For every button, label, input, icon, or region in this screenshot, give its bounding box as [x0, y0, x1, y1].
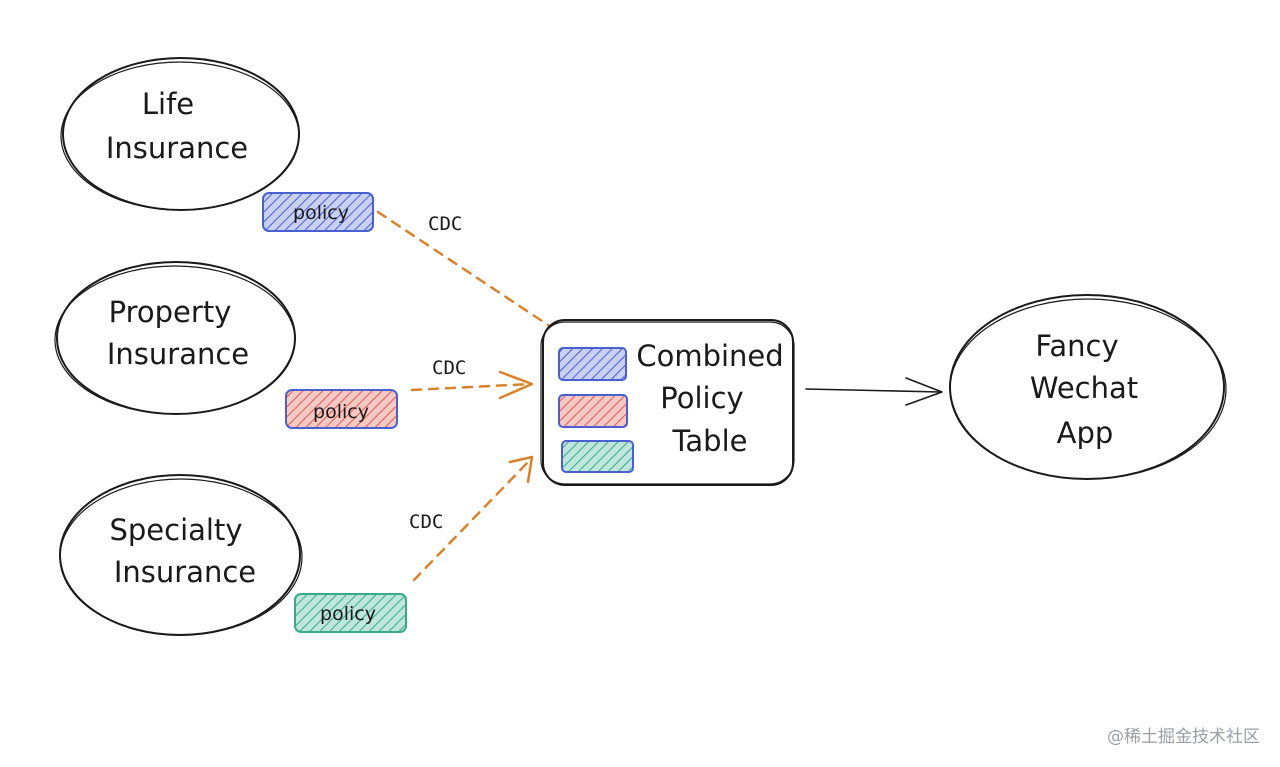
- specialty-insurance-label-line2: Insurance: [114, 555, 256, 589]
- app-label-line2: Wechat: [1030, 371, 1138, 405]
- combined-label-line3: Table: [672, 424, 748, 458]
- combined-label-line1: Combined: [636, 339, 783, 373]
- life-policy-tag-label: policy: [293, 202, 349, 224]
- cdc-arrow-property: [410, 370, 534, 400]
- property-insurance-label-line2: Insurance: [107, 337, 249, 371]
- life-insurance-label-line2: Insurance: [106, 131, 248, 165]
- fancy-wechat-app-node: Fancy Wechat App: [949, 294, 1227, 480]
- cdc-label-life: CDC: [428, 213, 462, 235]
- specialty-insurance-label-line1: Specialty: [109, 513, 242, 547]
- app-label-line3: App: [1057, 416, 1114, 450]
- specialty-insurance-node: Specialty Insurance: [59, 474, 303, 636]
- property-policy-tag: policy: [285, 389, 398, 429]
- property-insurance-node: Property Insurance: [54, 261, 296, 415]
- combined-row-teal: [561, 440, 634, 473]
- combined-label-line2: Policy: [660, 381, 743, 415]
- watermark: @稀土掘金技术社区: [1107, 727, 1260, 747]
- specialty-policy-tag-label: policy: [320, 603, 376, 625]
- life-insurance-label-line1: Life: [142, 87, 194, 121]
- app-label-line1: Fancy: [1035, 329, 1118, 363]
- combined-row-red: [558, 394, 628, 428]
- life-policy-tag: policy: [262, 192, 374, 232]
- arrow-to-app: [805, 377, 943, 406]
- life-insurance-node: Life Insurance: [60, 57, 300, 211]
- cdc-label-property: CDC: [432, 357, 466, 379]
- cdc-arrow-life: [376, 210, 550, 327]
- combined-policy-table-node: Combined Policy Table: [540, 319, 795, 486]
- combined-row-blue: [558, 347, 627, 381]
- property-insurance-label-line1: Property: [109, 295, 232, 329]
- cdc-label-specialty: CDC: [409, 511, 443, 533]
- property-policy-tag-label: policy: [313, 401, 369, 423]
- cdc-arrow-specialty: [412, 455, 534, 582]
- specialty-policy-tag: policy: [294, 593, 407, 633]
